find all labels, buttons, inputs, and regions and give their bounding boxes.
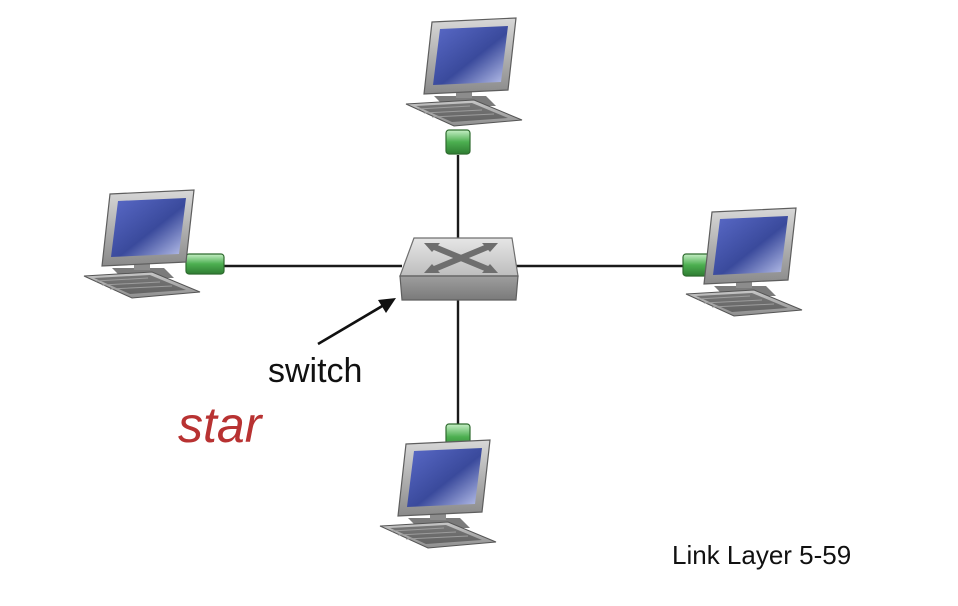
desktop-computer-icon <box>379 439 497 549</box>
network-switch <box>399 237 519 301</box>
top-computer <box>405 17 523 127</box>
switch-pointer-arrow <box>317 298 396 346</box>
network-connectors <box>185 129 718 451</box>
topology-label: star <box>178 397 262 453</box>
switch-label: switch <box>268 352 363 390</box>
network-links <box>224 155 683 424</box>
desktop-computer-icon <box>83 189 201 299</box>
connector-top <box>445 129 471 155</box>
bottom-computer <box>379 439 497 549</box>
connector-left <box>185 253 225 275</box>
slide-footer: Link Layer 5-59 <box>672 540 852 570</box>
left-computer <box>83 189 201 299</box>
switch-icon <box>399 237 519 301</box>
desktop-computer-icon <box>405 17 523 127</box>
